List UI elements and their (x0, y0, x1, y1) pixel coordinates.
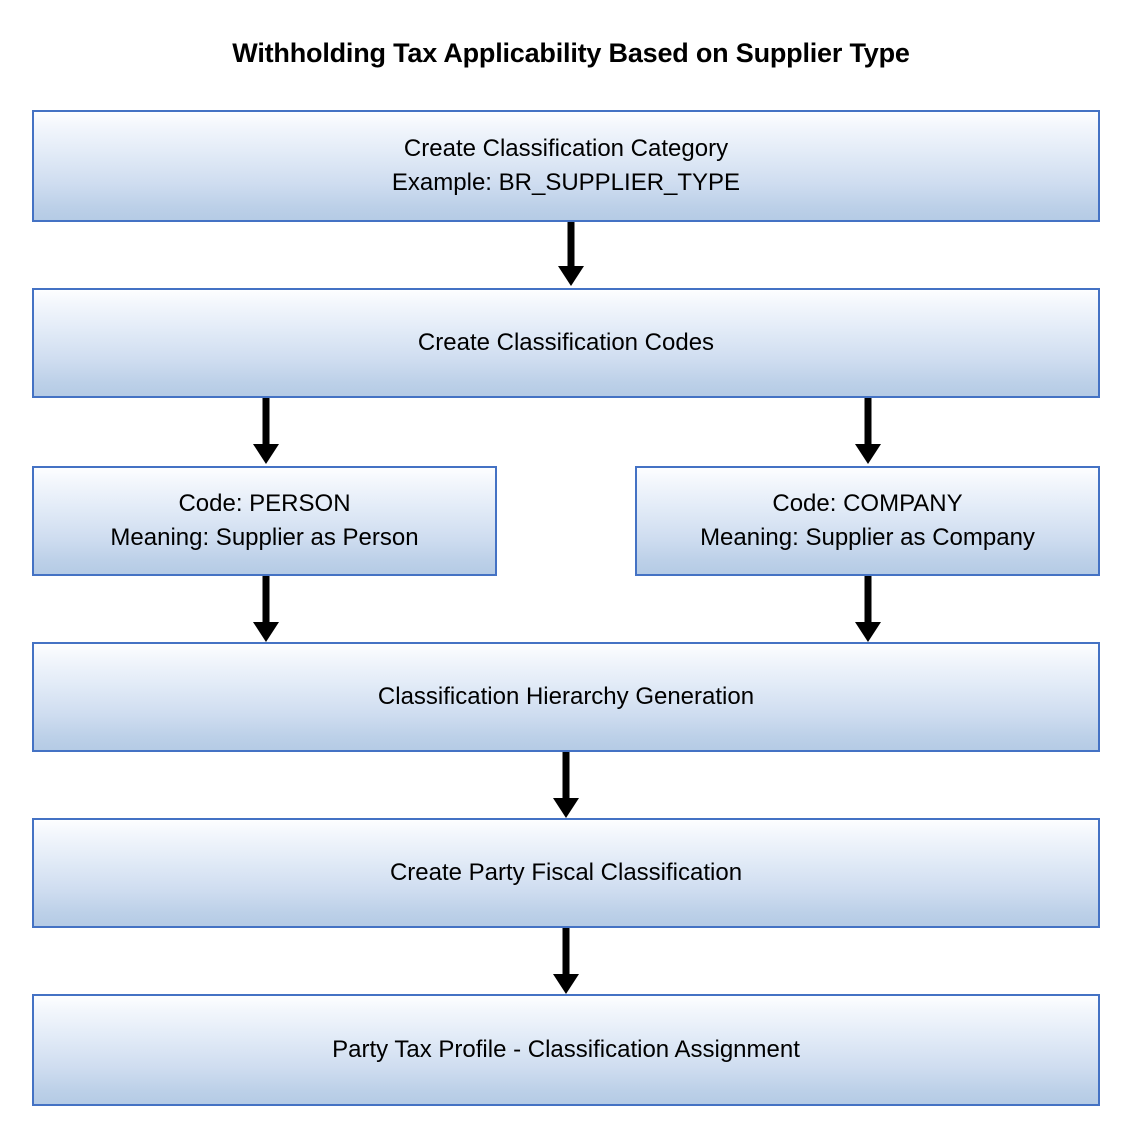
node-label-line-2: Meaning: Supplier as Person (110, 524, 419, 551)
node-code-company[interactable]: Code: COMPANY Meaning: Supplier as Compa… (635, 466, 1100, 576)
node-label: Create Classification Category Example: … (34, 132, 1098, 200)
node-label: Classification Hierarchy Generation (34, 680, 1098, 714)
node-label-line-1: Classification Hierarchy Generation (377, 682, 755, 710)
node-label: Code: PERSON Meaning: Supplier as Person (34, 487, 495, 555)
node-classification-hierarchy-generation[interactable]: Classification Hierarchy Generation (32, 642, 1100, 752)
node-label-line-1: Code: PERSON (178, 489, 351, 517)
node-code-person[interactable]: Code: PERSON Meaning: Supplier as Person (32, 466, 497, 576)
node-label: Code: COMPANY Meaning: Supplier as Compa… (637, 487, 1098, 555)
arrow-category-to-codes (556, 222, 586, 288)
node-create-party-fiscal-classification[interactable]: Create Party Fiscal Classification (32, 818, 1100, 928)
node-label: Party Tax Profile - Classification Assig… (34, 1033, 1098, 1067)
node-label-line-1: Create Classification Codes (417, 328, 715, 356)
node-label-line-2: Meaning: Supplier as Company (700, 524, 1035, 551)
node-label-line-1: Create Party Fiscal Classification (389, 858, 743, 886)
node-party-tax-profile-classification-assignment[interactable]: Party Tax Profile - Classification Assig… (32, 994, 1100, 1106)
arrow-person-to-hierarchy (251, 576, 281, 644)
node-label-line-1: Create Classification Category (403, 134, 729, 162)
node-label: Create Party Fiscal Classification (34, 856, 1098, 890)
arrow-hierarchy-to-party-fiscal (551, 752, 581, 820)
node-label-line-2: Example: BR_SUPPLIER_TYPE (391, 169, 741, 196)
arrow-company-to-hierarchy (853, 576, 883, 644)
node-label-line-1: Party Tax Profile - Classification Assig… (332, 1035, 800, 1063)
node-create-classification-codes[interactable]: Create Classification Codes (32, 288, 1100, 398)
node-label: Create Classification Codes (34, 326, 1098, 360)
page-title: Withholding Tax Applicability Based on S… (232, 38, 910, 68)
arrow-codes-to-company (853, 398, 883, 466)
arrow-codes-to-person (251, 398, 281, 466)
node-create-classification-category[interactable]: Create Classification Category Example: … (32, 110, 1100, 222)
arrow-party-fiscal-to-party-profile (551, 928, 581, 996)
node-label-line-1: Code: COMPANY (772, 489, 963, 517)
